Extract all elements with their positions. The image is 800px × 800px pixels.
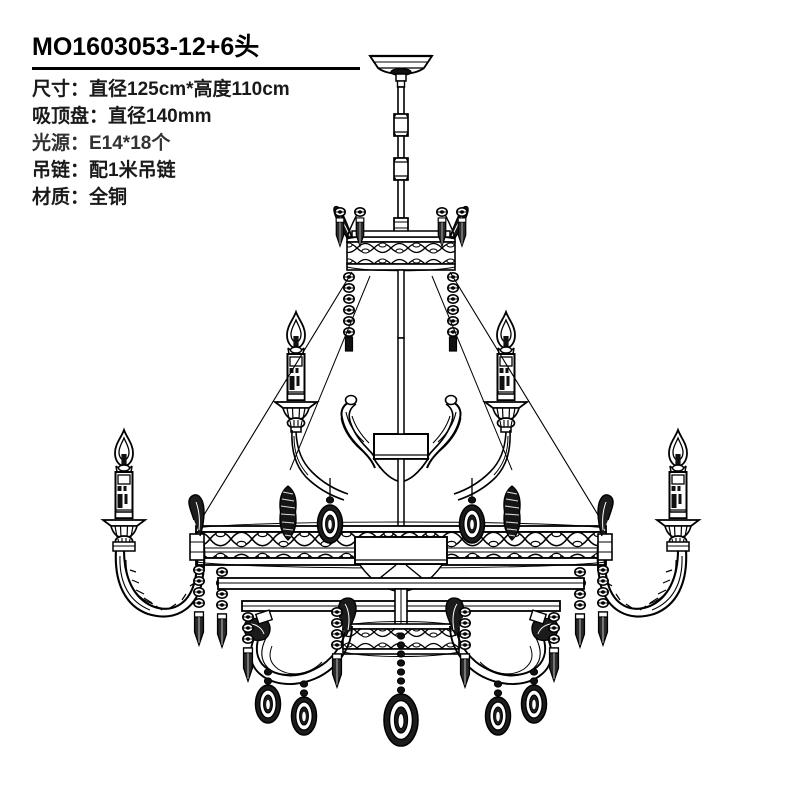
teardrop-pendant: [484, 680, 512, 736]
upper-tier-candle-left: [274, 311, 349, 501]
outer-candle-arm-right: [596, 429, 700, 618]
upper-tier-bead-chain-right: [446, 271, 460, 352]
teardrop-pendant: [254, 668, 282, 724]
center-hub-collar: [372, 337, 430, 538]
ring-teardrop-left: [316, 478, 344, 544]
upper-tier-candle-right: [453, 311, 528, 501]
ring-crystal-ornaments: [279, 478, 521, 544]
spec-text-block: MO1603053-12+6头 尺寸：直径125cm*高度110cm 吸顶盘：直…: [32, 30, 432, 211]
teardrop-pendant: [520, 668, 548, 724]
ceiling-canopy: [368, 54, 434, 88]
spec-line-canopy: 吸顶盘：直径140mm: [32, 106, 212, 127]
upper-tier-scroll-left: [333, 205, 367, 247]
spec-line-chain: 吊链：配1米吊链: [32, 160, 176, 181]
title-divider: [32, 67, 360, 70]
outer-candle-arm-left: [102, 429, 206, 618]
bottom-bar-frame: [217, 564, 585, 632]
spec-line-size: 尺寸：直径125cm*高度110cm: [32, 79, 290, 100]
spec-line-material: 材质：全铜: [32, 187, 128, 208]
upper-tier-ring: [346, 230, 456, 339]
suspension-rod: [393, 86, 409, 233]
upper-tier-bead-chain-left: [342, 271, 356, 352]
product-model-title: MO1603053-12+6头: [32, 33, 260, 61]
upper-tier-scroll-right: [435, 205, 469, 247]
scroll-arm-right: [421, 394, 462, 469]
ring-teardrop-right: [458, 478, 486, 544]
teardrop-pendant: [290, 680, 318, 736]
support-wires: [195, 271, 607, 529]
spec-line-light-source: 光源：E14*18个: [32, 133, 171, 154]
